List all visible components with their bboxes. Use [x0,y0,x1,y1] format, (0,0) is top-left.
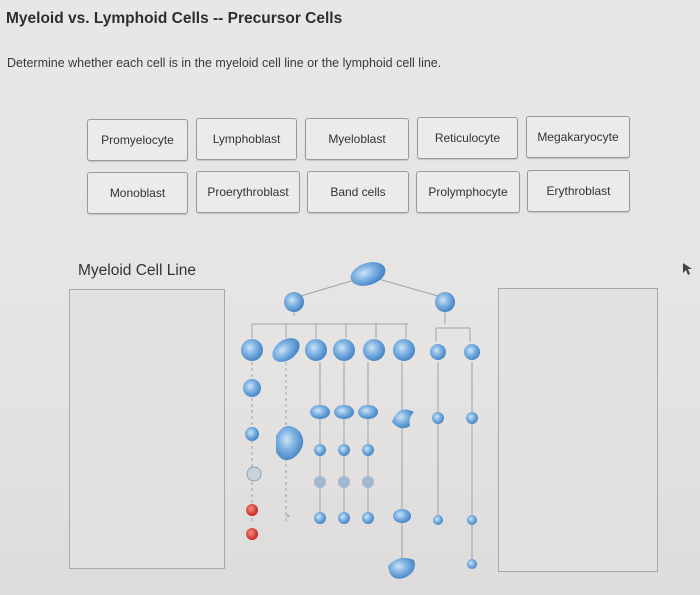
chip-prolymphocyte[interactable]: Prolymphocyte [416,171,520,213]
chip-promyelocyte[interactable]: Promyelocyte [87,119,188,161]
chip-reticulocyte[interactable]: Reticulocyte [417,117,518,159]
lymphoid-drop-zone[interactable] [498,288,658,572]
chip-band-cells[interactable]: Band cells [307,171,409,213]
chip-monoblast[interactable]: Monoblast [87,172,188,214]
instructions-text: Determine whether each cell is in the my… [7,56,442,70]
mouse-pointer-icon [683,263,692,275]
svg-text:*: * [286,513,290,522]
chip-erythroblast[interactable]: Erythroblast [527,170,630,212]
page-title: Myeloid vs. Lymphoid Cells -- Precursor … [6,10,343,27]
myeloid-zone-title: Myeloid Cell Line [78,262,197,279]
chip-megakaryocyte[interactable]: Megakaryocyte [526,116,630,158]
myeloid-drop-zone[interactable] [69,289,225,569]
chip-proerythroblast[interactable]: Proerythroblast [196,171,300,213]
chip-lymphoblast[interactable]: Lymphoblast [196,118,297,160]
chip-myeloblast[interactable]: Myeloblast [305,118,409,160]
hematopoiesis-diagram: * [241,262,480,579]
